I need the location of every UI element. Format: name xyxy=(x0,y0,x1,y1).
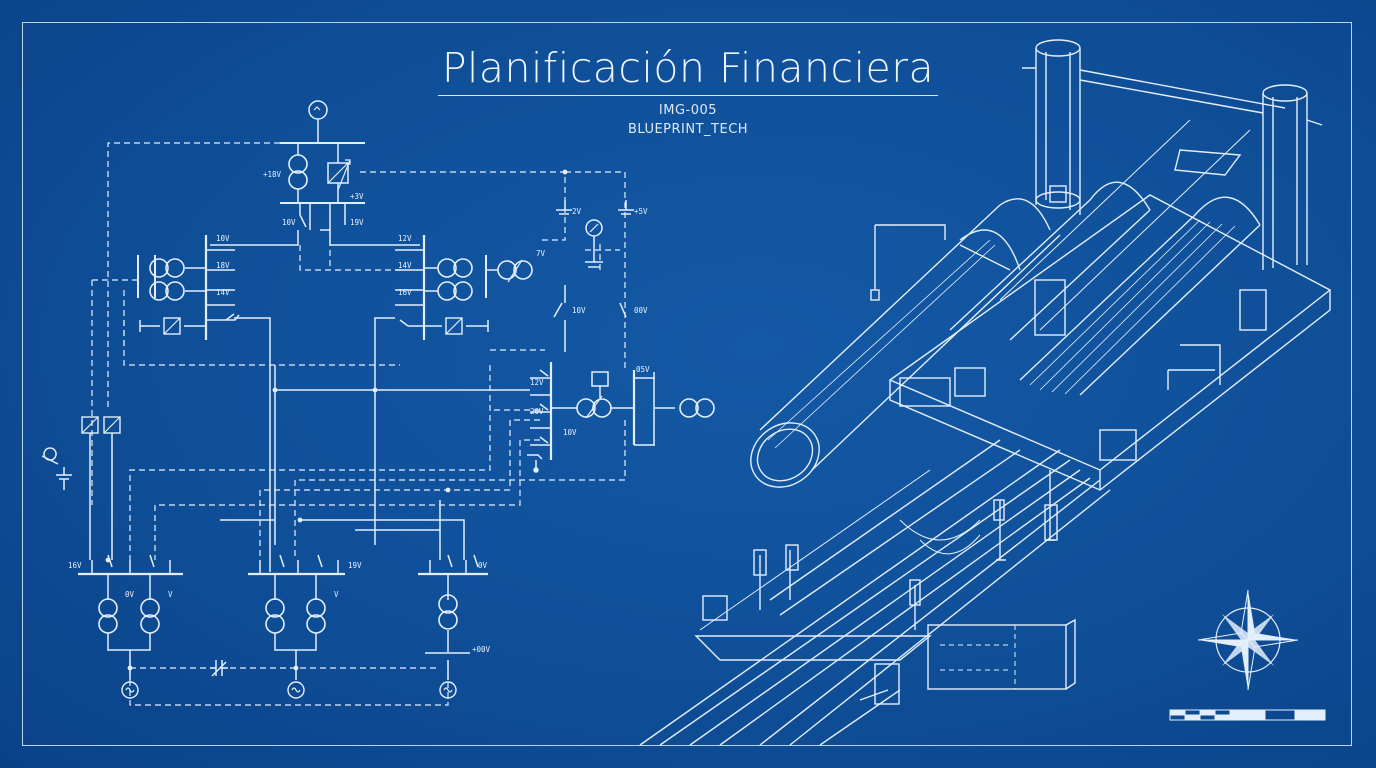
label-switch-mid: 10V xyxy=(572,306,586,315)
bottom-busbars xyxy=(78,554,488,699)
junction-dots xyxy=(105,169,568,671)
label-top-out-right: 19V xyxy=(350,218,364,227)
isometric-pipeline-drawing xyxy=(639,39,1332,746)
label-cap-right: +5V xyxy=(634,207,648,216)
supports xyxy=(753,224,1221,630)
label-top-left: +18V xyxy=(263,170,282,179)
label-bus-a-3: 14V xyxy=(216,288,230,297)
main-tube xyxy=(750,198,1061,488)
drawing-border xyxy=(22,22,1352,746)
label-bus-b-1: 12V xyxy=(398,234,412,243)
label-bottom-mid: 19V xyxy=(348,561,362,570)
label-bottom-out: +00V xyxy=(472,645,491,654)
image-code: IMG-005 xyxy=(658,103,718,118)
platform xyxy=(888,149,1332,491)
label-meter-right: 7V xyxy=(536,249,546,258)
schematic-labels: +18V +3V 10V 19V 10V 18V 14V 12V 14V 16V… xyxy=(68,170,650,654)
label-bus-a-1: 10V xyxy=(216,234,230,243)
bus-wiring xyxy=(220,365,530,560)
label-node-12: 12V xyxy=(530,378,544,387)
label-bus-b-3: 16V xyxy=(398,288,412,297)
electrical-schematic xyxy=(41,100,715,706)
label-top-out-left: 10V xyxy=(282,218,296,227)
label-node-05: 05V xyxy=(636,365,650,374)
left-bus-group xyxy=(137,235,271,572)
vertical-columns xyxy=(1022,39,1323,270)
label-bus-b-2: 14V xyxy=(398,261,412,270)
outlet-duct xyxy=(927,618,1076,690)
label-bottom-right: 0V xyxy=(478,561,488,570)
right-bus-group xyxy=(374,235,533,545)
label-bus-a-2: 18V xyxy=(216,261,230,270)
label-bottom-v1: 0V xyxy=(125,590,135,599)
page-title: Planificación Financiera xyxy=(441,44,935,92)
image-tag: BLUEPRINT_TECH xyxy=(627,122,749,137)
middle-right-station xyxy=(527,362,715,473)
dashed-wiring xyxy=(91,142,626,706)
top-transformer-station xyxy=(210,100,420,246)
cylinder-tubes xyxy=(949,181,1261,396)
label-bottom-left: 16V xyxy=(68,561,82,570)
scale-bar xyxy=(1169,709,1326,721)
label-bottom-v2: V xyxy=(168,590,173,599)
label-bottom-v3: V xyxy=(334,590,339,599)
label-cap-left: 2V xyxy=(572,207,582,216)
label-node-10: 10V xyxy=(563,428,577,437)
rails xyxy=(639,439,1111,746)
compass-rose-icon xyxy=(1197,589,1299,691)
title-underline xyxy=(438,95,938,96)
meters-and-capacitors xyxy=(553,200,634,352)
label-switch-right: 00V xyxy=(634,306,648,315)
left-misc-components xyxy=(41,416,121,560)
label-node-20: 20V xyxy=(530,407,544,416)
label-top-right: +3V xyxy=(350,192,364,201)
